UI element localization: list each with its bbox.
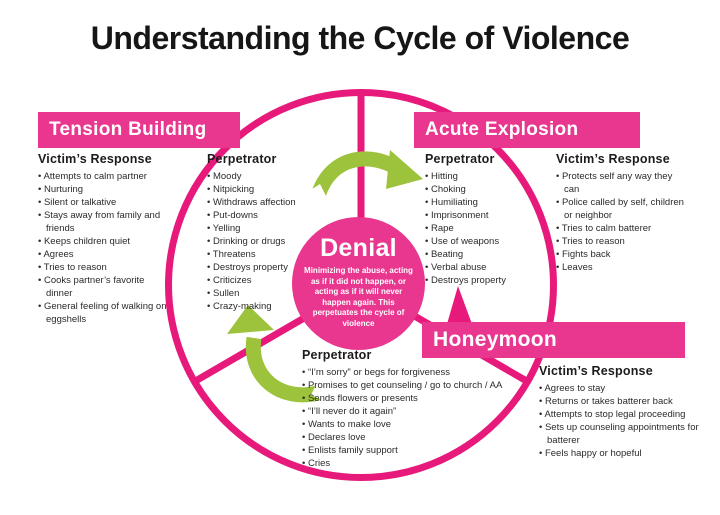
tension-victim-response-list: Attempts to calm partnerNurturingSilent …	[38, 170, 170, 326]
section-heading: Perpetrator	[302, 348, 372, 362]
phase-label: Tension Building	[49, 119, 207, 140]
list-item: Moody	[207, 170, 331, 183]
list-item: Rape	[425, 222, 549, 235]
list-item: Fights back	[556, 248, 686, 261]
tension-perpetrator-list: MoodyNitpickingWithdraws affectionPut-do…	[207, 170, 331, 313]
list-item: Declares love	[302, 431, 518, 444]
acute-victim-response-list: Protects self any way they canPolice cal…	[556, 170, 686, 274]
list-item: Silent or talkative	[38, 196, 170, 209]
list-item: Cooks partner’s favorite dinner	[38, 274, 170, 300]
list-item: Withdraws affection	[207, 196, 331, 209]
list-item: Imprisonment	[425, 209, 549, 222]
list-item: Criticizes	[207, 274, 331, 287]
list-item: Hitting	[425, 170, 549, 183]
phase-banner-honeymoon: Honeymoon	[422, 322, 685, 358]
list-item: Humiliating	[425, 196, 549, 209]
list-item: Yelling	[207, 222, 331, 235]
list-item: Tries to calm batterer	[556, 222, 686, 235]
honeymoon-victim-response-section: Victim’s Response Agrees to stayReturns …	[539, 364, 699, 460]
honeymoon-banner-tail	[447, 286, 472, 324]
list-item: Police called by self, children or neigh…	[556, 196, 686, 222]
list-item: Attempts to calm partner	[38, 170, 170, 183]
list-item: Beating	[425, 248, 549, 261]
phase-label: Honeymoon	[433, 328, 558, 351]
list-item: Agrees to stay	[539, 382, 699, 395]
list-item: Keeps children quiet	[38, 235, 170, 248]
list-item: Verbal abuse	[425, 261, 549, 274]
list-item: Stays away from family and friends	[38, 209, 170, 235]
list-item: Promises to get counseling / go to churc…	[302, 379, 518, 392]
list-item: Tries to reason	[556, 235, 686, 248]
honeymoon-perpetrator-section: Perpetrator “I’m sorry” or begs for forg…	[302, 348, 518, 470]
list-item: Sends flowers or presents	[302, 392, 518, 405]
list-item: Attempts to stop legal proceeding	[539, 408, 699, 421]
list-item: Destroys property	[207, 261, 331, 274]
list-item: Sullen	[207, 287, 331, 300]
list-item: General feeling of walking on eggshells	[38, 300, 170, 326]
list-item: “I’m sorry” or begs for forgiveness	[302, 366, 518, 379]
list-item: Enlists family support	[302, 444, 518, 457]
section-heading: Perpetrator	[425, 152, 495, 166]
list-item: Drinking or drugs	[207, 235, 331, 248]
denial-description: Minimizing the abuse, acting as if it di…	[304, 266, 413, 328]
phase-banner-tension-building: Tension Building	[38, 112, 240, 148]
section-heading: Perpetrator	[207, 152, 277, 166]
list-item: Tries to reason	[38, 261, 170, 274]
list-item: Put-downs	[207, 209, 331, 222]
list-item: Leaves	[556, 261, 686, 274]
list-item: Crazy-making	[207, 300, 331, 313]
list-item: Threatens	[207, 248, 331, 261]
honeymoon-victim-response-list: Agrees to stayReturns or takes batterer …	[539, 382, 699, 460]
list-item: Use of weapons	[425, 235, 549, 248]
section-heading: Victim’s Response	[539, 364, 653, 378]
acute-perpetrator-list: HittingChokingHumiliatingImprisonmentRap…	[425, 170, 549, 287]
phase-banner-acute-explosion: Acute Explosion	[414, 112, 640, 148]
list-item: Protects self any way they can	[556, 170, 686, 196]
phase-label: Acute Explosion	[425, 119, 579, 140]
list-item: Sets up counseling appointments for batt…	[539, 421, 699, 447]
list-item: Nitpicking	[207, 183, 331, 196]
section-heading: Victim’s Response	[556, 152, 670, 166]
list-item: “I’ll never do it again”	[302, 405, 518, 418]
section-heading: Victim’s Response	[38, 152, 152, 166]
denial-title: Denial	[320, 234, 397, 262]
acute-victim-response-section: Victim’s Response Protects self any way …	[556, 152, 686, 274]
list-item: Wants to make love	[302, 418, 518, 431]
list-item: Nurturing	[38, 183, 170, 196]
list-item: Agrees	[38, 248, 170, 261]
acute-perpetrator-section: Perpetrator HittingChokingHumiliatingImp…	[425, 152, 549, 287]
list-item: Choking	[425, 183, 549, 196]
honeymoon-perpetrator-list: “I’m sorry” or begs for forgivenessPromi…	[302, 366, 518, 470]
list-item: Returns or takes batterer back	[539, 395, 699, 408]
tension-perpetrator-section: Perpetrator MoodyNitpickingWithdraws aff…	[207, 152, 331, 313]
list-item: Feels happy or hopeful	[539, 447, 699, 460]
list-item: Destroys property	[425, 274, 549, 287]
tension-victim-response-section: Victim’s Response Attempts to calm partn…	[38, 152, 170, 326]
page-title: Understanding the Cycle of Violence	[90, 20, 630, 56]
list-item: Cries	[302, 457, 518, 470]
